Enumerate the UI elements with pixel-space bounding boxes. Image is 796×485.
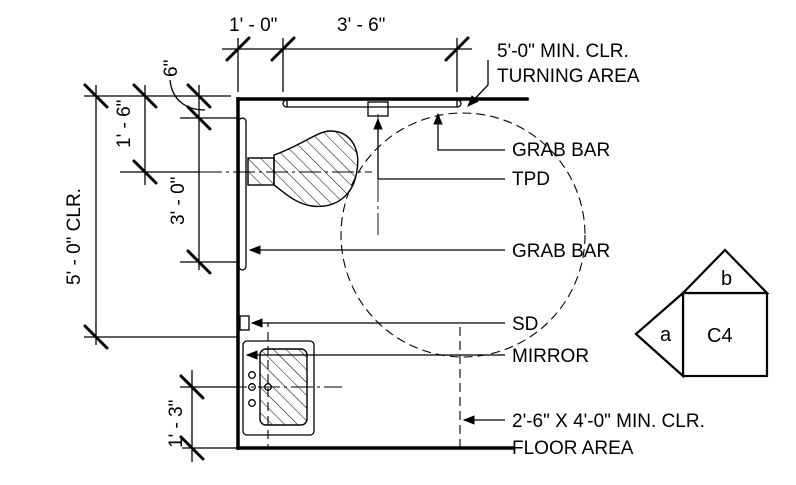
dimension-top-left: 1' - 0": [229, 15, 277, 36]
soap-dispenser: [239, 315, 250, 331]
dimension-top: [222, 36, 472, 92]
grab-bar-back: [282, 99, 462, 108]
grab-bar-side: [238, 117, 247, 271]
dimension-one-three: 1' - 3": [166, 400, 187, 448]
key-tag-center: C4: [707, 325, 733, 347]
dimension-five-zero-clr: 5' - 0" CLR.: [64, 188, 85, 285]
leaders: [245, 60, 505, 425]
grab-bar-top-label: GRAB BAR: [512, 140, 610, 161]
dimension-three-zero: 3' - 0": [168, 177, 189, 225]
dimension-left: [83, 79, 238, 350]
dimension-top-right: 3' - 6": [337, 15, 385, 36]
key-tag-top: b: [721, 268, 732, 290]
mirror-label: MIRROR: [512, 346, 589, 367]
dimension-lavatory: [179, 370, 238, 462]
tpd-fixture: [367, 101, 389, 117]
turning-area-label-line1: 5'-0" MIN. CLR.: [497, 41, 629, 62]
key-tag: [634, 248, 770, 379]
clear-floor-area: [267, 322, 461, 449]
floor-area-label-line1: 2'-6" X 4'-0" MIN. CLR.: [512, 411, 705, 432]
turning-area-label-line2: TURNING AREA: [497, 66, 640, 87]
turning-area-circle: [340, 112, 586, 358]
dimension-six-inch: 6": [161, 60, 182, 77]
lavatory: [242, 340, 315, 436]
key-tag-left: a: [660, 324, 672, 346]
floor-area-label-line2: FLOOR AREA: [512, 438, 634, 459]
tpd-label: TPD: [512, 169, 550, 190]
dimension-one-six: 1' - 6": [114, 100, 135, 148]
grab-bar-side-label: GRAB BAR: [512, 241, 610, 262]
water-closet: [247, 130, 359, 208]
sd-label: SD: [512, 314, 538, 335]
